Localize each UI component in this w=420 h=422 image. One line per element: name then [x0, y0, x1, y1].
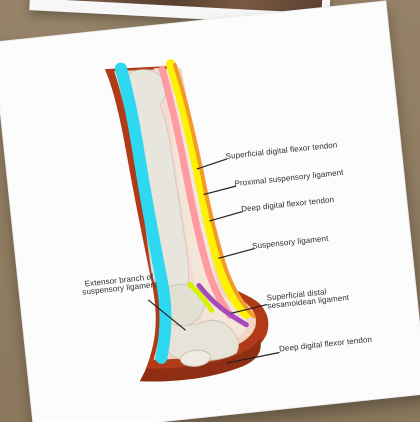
leader-line-3 — [209, 212, 243, 222]
leader-line-2 — [203, 186, 236, 194]
leader-line-4 — [218, 249, 255, 259]
